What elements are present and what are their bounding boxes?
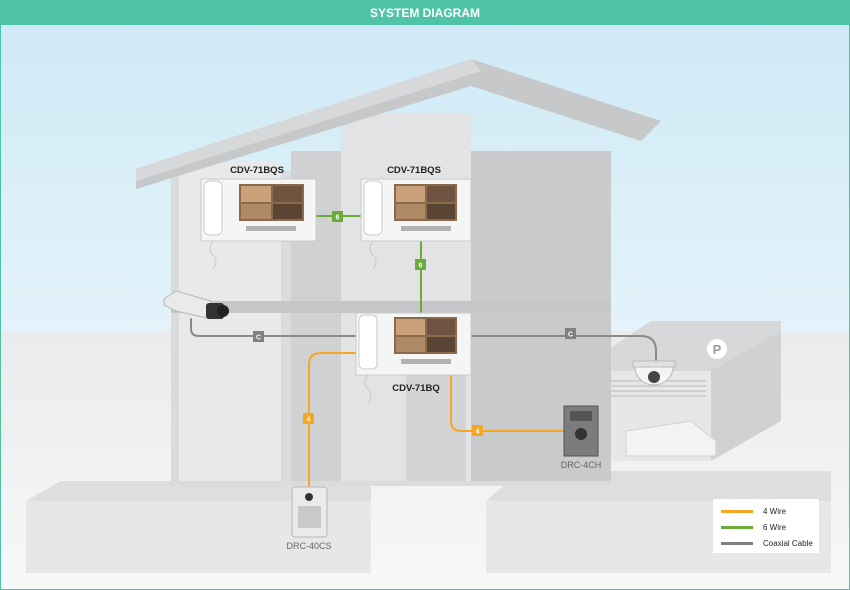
- legend-label: Coaxial Cable: [763, 538, 813, 548]
- badge-c-dome: C: [565, 328, 576, 339]
- label-door-station-garage: DRC-4CH: [561, 460, 602, 470]
- four-wire-garage: [450, 375, 564, 432]
- parking-sign: [707, 339, 727, 359]
- svg-text:4: 4: [307, 417, 311, 424]
- legend-item-6-wire: 6 Wire: [721, 520, 819, 534]
- badge-c-camera: C: [253, 331, 264, 342]
- legend-label: 6 Wire: [763, 522, 787, 532]
- svg-text:C: C: [256, 335, 261, 342]
- legend-label: 4 Wire: [763, 506, 787, 516]
- four-wire-front: [308, 352, 360, 490]
- box-camera-icon: [163, 290, 229, 320]
- legend-swatch-orange: [721, 509, 753, 513]
- badge-4-garage: 4: [472, 425, 483, 436]
- label-monitor-top-right: CDV-71BQS: [387, 165, 441, 176]
- door-station-front: [291, 486, 328, 538]
- svg-text:4: 4: [476, 429, 480, 436]
- svg-text:6: 6: [419, 263, 423, 270]
- monitor-main: [355, 312, 472, 404]
- label-monitor-top-left: CDV-71BQS: [230, 165, 284, 176]
- dome-camera-icon: [632, 360, 676, 386]
- legend-item-4-wire: 4 Wire: [721, 504, 819, 518]
- page-title: SYSTEM DIAGRAM: [1, 1, 849, 25]
- parking-sign-label: P: [713, 342, 722, 357]
- badge-6-vertical: 6: [415, 259, 426, 270]
- svg-text:C: C: [568, 332, 573, 339]
- legend-item-coaxial: Coaxial Cable: [721, 536, 819, 550]
- badge-4-front: 4: [303, 413, 314, 424]
- legend: 4 Wire 6 Wire Coaxial Cable: [713, 499, 819, 553]
- system-diagram: P 6 6 C C 4: [1, 25, 849, 589]
- monitor-top-left: [200, 178, 317, 270]
- monitor-top-right: [360, 178, 472, 270]
- legend-swatch-gray: [721, 541, 753, 545]
- legend-swatch-green: [721, 525, 753, 529]
- badge-6-horizontal: 6: [332, 211, 343, 222]
- svg-text:6: 6: [336, 215, 340, 222]
- label-monitor-main: CDV-71BQ: [392, 383, 440, 394]
- coax-dome: [470, 335, 657, 362]
- door-station-garage: [563, 405, 599, 457]
- label-door-station-front: DRC-40CS: [286, 541, 331, 551]
- coax-camera: [190, 318, 360, 337]
